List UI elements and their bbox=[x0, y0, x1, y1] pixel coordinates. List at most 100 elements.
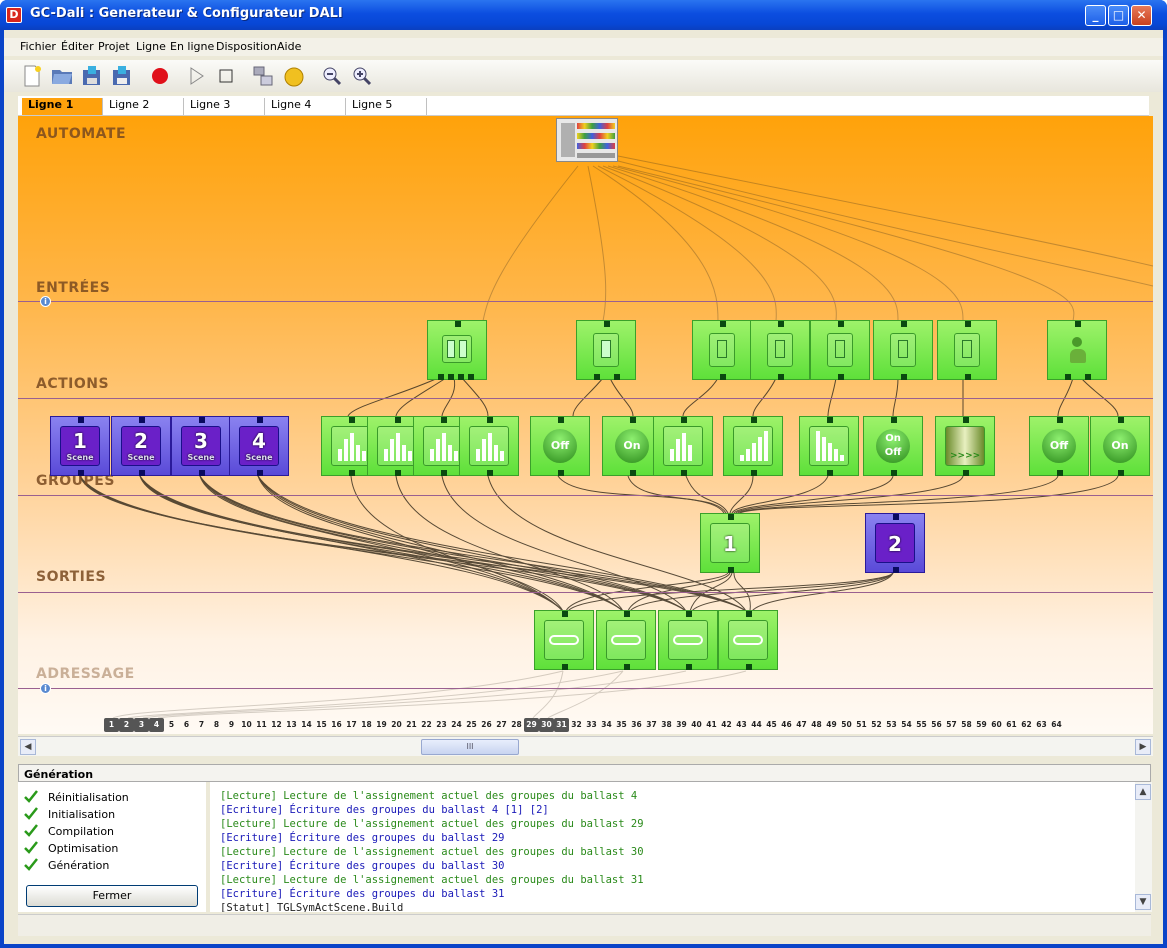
input-push-button[interactable] bbox=[937, 320, 997, 380]
address-cell[interactable]: 58 bbox=[961, 720, 972, 729]
address-cell[interactable]: 63 bbox=[1036, 720, 1047, 729]
address-cell[interactable]: 7 bbox=[198, 720, 205, 729]
address-cell[interactable]: 37 bbox=[646, 720, 657, 729]
address-cell[interactable]: 2 bbox=[119, 718, 134, 732]
info-icon[interactable]: i bbox=[40, 683, 51, 694]
address-cell[interactable]: 15 bbox=[316, 720, 327, 729]
address-cell[interactable]: 43 bbox=[736, 720, 747, 729]
address-cell[interactable]: 18 bbox=[361, 720, 372, 729]
new-file-icon[interactable] bbox=[20, 64, 44, 88]
address-cell[interactable]: 62 bbox=[1021, 720, 1032, 729]
action-sequence[interactable]: >>>> bbox=[935, 416, 995, 476]
tab-ligne-2[interactable]: Ligne 2 bbox=[103, 98, 184, 115]
scroll-down-icon[interactable]: ▼ bbox=[1135, 894, 1151, 910]
action-dim-down[interactable] bbox=[799, 416, 859, 476]
address-cell[interactable]: 33 bbox=[586, 720, 597, 729]
address-cell[interactable]: 32 bbox=[571, 720, 582, 729]
tab-ligne-4[interactable]: Ligne 4 bbox=[265, 98, 346, 115]
input-presence-sensor[interactable] bbox=[1047, 320, 1107, 380]
address-cell[interactable]: 30 bbox=[539, 718, 554, 732]
address-cell[interactable]: 6 bbox=[183, 720, 190, 729]
address-cell[interactable]: 17 bbox=[346, 720, 357, 729]
address-cell[interactable]: 60 bbox=[991, 720, 1002, 729]
address-cell[interactable]: 11 bbox=[256, 720, 267, 729]
scroll-thumb[interactable]: III bbox=[421, 739, 519, 755]
output-ballast[interactable] bbox=[596, 610, 656, 670]
tab-ligne-3[interactable]: Ligne 3 bbox=[184, 98, 265, 115]
address-cell[interactable]: 57 bbox=[946, 720, 957, 729]
group-2[interactable]: 2 bbox=[865, 513, 925, 573]
menu-editer[interactable]: Éditer bbox=[61, 40, 94, 53]
play-icon[interactable] bbox=[184, 64, 208, 88]
output-ballast[interactable] bbox=[534, 610, 594, 670]
address-cell[interactable]: 28 bbox=[511, 720, 522, 729]
action-off[interactable]: Off bbox=[530, 416, 590, 476]
address-cell[interactable]: 5 bbox=[168, 720, 175, 729]
address-cell[interactable]: 53 bbox=[886, 720, 897, 729]
menu-en-ligne[interactable]: En ligne bbox=[170, 40, 215, 53]
group-1[interactable]: 1 bbox=[700, 513, 760, 573]
output-ballast[interactable] bbox=[718, 610, 778, 670]
address-cell[interactable]: 44 bbox=[751, 720, 762, 729]
info-icon[interactable]: i bbox=[40, 296, 51, 307]
address-cell[interactable]: 25 bbox=[466, 720, 477, 729]
scroll-up-icon[interactable]: ▲ bbox=[1135, 784, 1151, 800]
action-on[interactable]: On bbox=[1090, 416, 1150, 476]
address-cell[interactable]: 35 bbox=[616, 720, 627, 729]
scroll-left-icon[interactable]: ◀ bbox=[20, 739, 36, 755]
address-cell[interactable]: 13 bbox=[286, 720, 297, 729]
address-cell[interactable]: 27 bbox=[496, 720, 507, 729]
menu-ligne[interactable]: Ligne bbox=[136, 40, 166, 53]
menu-projet[interactable]: Projet bbox=[98, 40, 130, 53]
address-cell[interactable]: 48 bbox=[811, 720, 822, 729]
action-off[interactable]: Off bbox=[1029, 416, 1089, 476]
menu-aide[interactable]: Aide bbox=[277, 40, 302, 53]
input-push-button[interactable] bbox=[810, 320, 870, 380]
open-folder-icon[interactable] bbox=[50, 64, 74, 88]
address-cell[interactable]: 22 bbox=[421, 720, 432, 729]
tab-ligne-5[interactable]: Ligne 5 bbox=[346, 98, 427, 115]
address-cell[interactable]: 8 bbox=[213, 720, 220, 729]
address-cell[interactable]: 59 bbox=[976, 720, 987, 729]
minimize-button[interactable]: _ bbox=[1085, 5, 1106, 26]
close-window-button[interactable]: ✕ bbox=[1131, 5, 1152, 26]
action-dimmer[interactable] bbox=[653, 416, 713, 476]
scroll-right-icon[interactable]: ▶ bbox=[1135, 739, 1151, 755]
address-cell[interactable]: 36 bbox=[631, 720, 642, 729]
action-on[interactable]: On bbox=[602, 416, 662, 476]
address-cell[interactable]: 42 bbox=[721, 720, 732, 729]
input-push-button[interactable] bbox=[750, 320, 810, 380]
address-cell[interactable]: 31 bbox=[554, 718, 569, 732]
action-dimmer[interactable] bbox=[459, 416, 519, 476]
address-cell[interactable]: 19 bbox=[376, 720, 387, 729]
address-cell[interactable]: 23 bbox=[436, 720, 447, 729]
address-cell[interactable]: 29 bbox=[524, 718, 539, 732]
dali-diagram-canvas[interactable]: AUTOMATE i ENTRÉES ACTIONS GROUPES SORTI… bbox=[18, 116, 1153, 734]
address-cell[interactable]: 34 bbox=[601, 720, 612, 729]
address-cell[interactable]: 3 bbox=[134, 718, 149, 732]
address-cell[interactable]: 50 bbox=[841, 720, 852, 729]
address-cell[interactable]: 24 bbox=[451, 720, 462, 729]
address-cell[interactable]: 49 bbox=[826, 720, 837, 729]
network-icon[interactable] bbox=[251, 64, 275, 88]
save-icon[interactable] bbox=[80, 64, 104, 88]
output-ballast[interactable] bbox=[658, 610, 718, 670]
menu-disposition[interactable]: Disposition bbox=[216, 40, 277, 53]
action-dim-up[interactable] bbox=[723, 416, 783, 476]
address-cell[interactable]: 16 bbox=[331, 720, 342, 729]
zoom-in-icon[interactable] bbox=[350, 64, 374, 88]
save-as-icon[interactable] bbox=[110, 64, 134, 88]
address-cell[interactable]: 20 bbox=[391, 720, 402, 729]
tab-ligne-1[interactable]: Ligne 1 bbox=[22, 98, 103, 115]
address-cell[interactable]: 51 bbox=[856, 720, 867, 729]
input-push-button[interactable] bbox=[873, 320, 933, 380]
coin-icon[interactable] bbox=[282, 64, 306, 88]
address-cell[interactable]: 45 bbox=[766, 720, 777, 729]
address-cell[interactable]: 46 bbox=[781, 720, 792, 729]
address-cell[interactable]: 61 bbox=[1006, 720, 1017, 729]
